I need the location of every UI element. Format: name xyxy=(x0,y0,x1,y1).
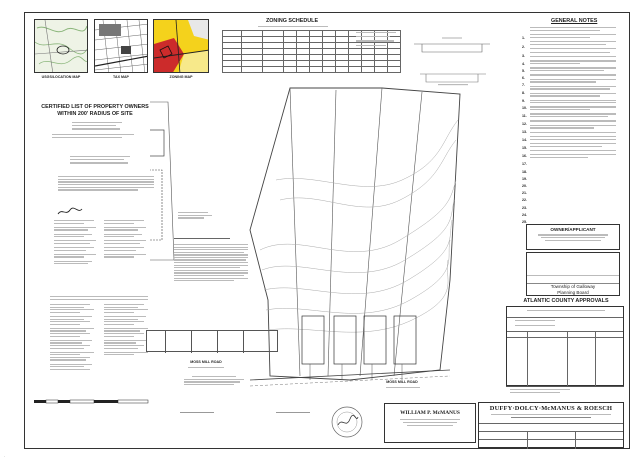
certified-list-header-block xyxy=(72,122,132,130)
certification-stamp xyxy=(56,205,84,217)
lot-grid-bottom-left xyxy=(146,330,278,353)
township-board: Planning Board xyxy=(557,290,589,295)
zoning-map-label: ZONING MAP xyxy=(169,75,193,79)
firm-title-box: DUFFY·DOLCY·McMANUS & ROESCH xyxy=(478,402,624,449)
existing-dwelling xyxy=(150,129,165,157)
seal-graphic xyxy=(331,406,363,438)
tax-map-graphic xyxy=(95,20,147,72)
sheet-border xyxy=(24,12,630,449)
engineer-box: WILLIAM P. McMANUS xyxy=(384,403,476,443)
owner-applicant-box: OWNER/APPLICANT xyxy=(526,224,620,250)
utility-companies-list-2 xyxy=(104,304,154,356)
certified-list-paragraph xyxy=(58,176,158,191)
road-label-main: MOSS MILL ROAD xyxy=(386,380,418,384)
zoning-map xyxy=(153,19,209,73)
county-approvals-title: ATLANTIC COUNTY APPROVALS xyxy=(523,298,609,304)
driveways xyxy=(309,364,403,380)
road-label-left: MOSS MILL ROAD xyxy=(190,360,222,364)
contour-lines xyxy=(259,119,459,333)
zoning-map-graphic xyxy=(154,20,208,72)
zoning-table-grid xyxy=(222,30,401,73)
owners-list-column-1 xyxy=(54,220,100,265)
north-arrow-scale xyxy=(34,394,154,408)
soil-notes-heading xyxy=(174,238,234,240)
tax-map xyxy=(94,19,148,73)
soil-notes-paragraph xyxy=(174,244,248,282)
certified-list-text-block xyxy=(70,156,140,164)
certified-list-address-block xyxy=(52,134,152,139)
tax-map-label: TAX MAP xyxy=(113,75,129,79)
road-edge-2 xyxy=(249,375,451,387)
engineer-seal xyxy=(330,405,364,439)
zoning-schedule-title: ZONING SCHEDULE xyxy=(265,18,319,24)
signature-lines xyxy=(180,412,310,414)
drainage-detail-block xyxy=(184,376,244,386)
typical-detail-box xyxy=(356,28,406,50)
county-approvals-box xyxy=(506,306,624,387)
certified-list-title-line2: WITHIN 200' RADIUS OF SITE xyxy=(57,111,133,117)
usgs-map-graphic xyxy=(35,20,87,72)
general-notes-title: GENERAL NOTES xyxy=(551,18,598,24)
road-edge xyxy=(249,369,451,381)
road-label-left-sub xyxy=(188,367,224,369)
utility-notice-paragraph xyxy=(50,296,150,300)
utility-companies-list-1 xyxy=(50,304,100,370)
general-notes-list: 1. 2. 3. 4. 5. 6. 7. 8. 9. 10. 11. 12. 1… xyxy=(522,36,527,224)
lot-detail-small xyxy=(178,212,218,219)
road-label-main-sub xyxy=(386,387,420,389)
certified-list-title-line1: CERTIFIED LIST OF PROPERTY OWNERS xyxy=(41,104,149,110)
typical-section-detail xyxy=(414,37,490,86)
owners-list-column-2 xyxy=(104,220,150,258)
engineer-name: WILLIAM P. McMANUS xyxy=(400,410,460,416)
zoning-schedule-subtitle-line xyxy=(258,26,328,27)
signature-graphic xyxy=(57,207,83,215)
proposed-dwellings xyxy=(301,315,417,365)
usgs-map-label: USGS/LOCATION MAP xyxy=(41,75,81,79)
township-approval-box: Township of Galloway Planning Board xyxy=(526,252,620,296)
firm-name: DUFFY·DOLCY·McMANUS & ROESCH xyxy=(489,405,613,412)
township-name: Township of Galloway xyxy=(550,284,596,289)
usgs-location-map xyxy=(34,19,88,73)
corner-marker: · xyxy=(4,455,6,459)
revision-block xyxy=(506,386,624,401)
property-boundary xyxy=(249,87,461,381)
graphic-scale xyxy=(34,399,149,404)
general-notes-text xyxy=(530,27,618,158)
left-lot-building xyxy=(150,169,163,241)
zoning-schedule-table xyxy=(222,30,401,73)
owner-applicant-title: OWNER/APPLICANT xyxy=(550,227,596,232)
